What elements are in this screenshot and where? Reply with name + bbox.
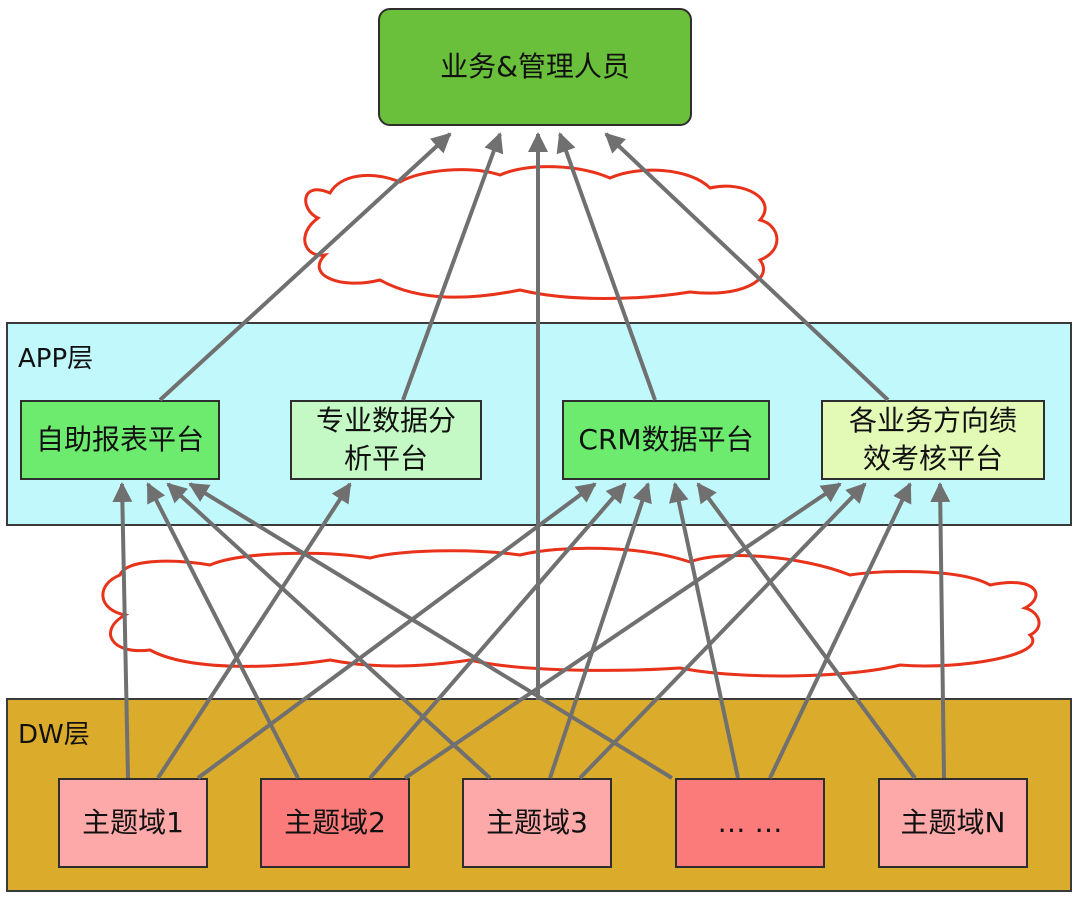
app-node-label-line2: 效考核平台 [862,442,1003,475]
dw-node-label: … … [717,806,783,839]
dw-node-domain-2: 主题域2 [260,778,410,868]
dw-node-domain-n: 主题域N [878,778,1028,868]
dw-node-label: 主题域2 [284,806,386,839]
app-node-label-line1: 专业数据分 [315,404,456,437]
app-node-label: CRM数据平台 [578,423,754,456]
dw-node-label: 主题域N [900,806,1006,839]
dw-layer-label: DW层 [18,720,90,750]
app-layer-label: APP层 [18,344,94,374]
app-node-label: 自助报表平台 [35,423,204,456]
app-node-label-line1: 各业务方向绩 [848,404,1017,437]
upper-cloud [303,165,779,300]
app-node-performance: 各业务方向绩 效考核平台 [821,400,1045,480]
business-management-node: 业务&管理人员 [378,8,692,126]
dw-node-domain-3: 主题域3 [462,778,612,868]
app-node-data-analysis: 专业数据分 析平台 [290,400,482,480]
dw-node-domain-1: 主题域1 [58,778,208,868]
app-node-label-line2: 析平台 [343,442,428,475]
app-node-crm: CRM数据平台 [562,400,770,480]
dw-node-label: 主题域1 [82,806,184,839]
business-management-label: 业务&管理人员 [440,50,630,83]
dw-node-label: 主题域3 [486,806,588,839]
lower-cloud [101,546,1041,678]
dw-node-ellipsis: … … [675,778,825,868]
app-node-self-service-report: 自助报表平台 [20,400,220,480]
